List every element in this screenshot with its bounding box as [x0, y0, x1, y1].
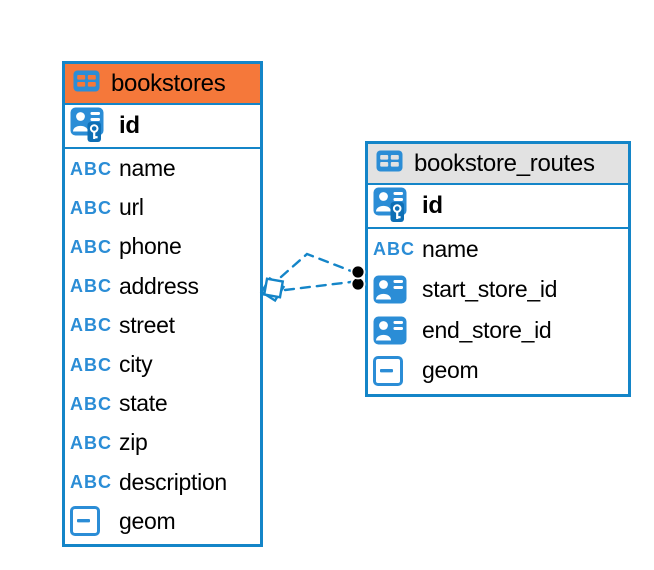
column-list: id ABC name ABC url ABC phone ABC addres… — [65, 105, 260, 541]
column-name: end_store_id — [422, 316, 552, 343]
column-row-address[interactable]: ABC address — [65, 267, 260, 306]
text-icon: ABC — [70, 276, 112, 297]
text-icon: ABC — [70, 158, 112, 179]
one-end-marker[interactable] — [350, 264, 366, 292]
column-row-street[interactable]: ABC street — [65, 306, 260, 345]
column-row-url[interactable]: ABC url — [65, 188, 260, 227]
text-icon: ABC — [70, 393, 112, 414]
geometry-icon — [373, 355, 419, 386]
column-name: description — [119, 468, 227, 495]
primary-key-icon — [70, 107, 116, 145]
column-row-name[interactable]: ABC name — [65, 149, 260, 188]
column-row-phone[interactable]: ABC phone — [65, 227, 260, 266]
relationship-line[interactable] — [279, 252, 353, 279]
column-name: geom — [422, 357, 479, 384]
table-name: bookstores — [111, 69, 226, 97]
column-row-geom[interactable]: geom — [368, 351, 628, 392]
text-icon: ABC — [70, 197, 112, 218]
primary-key-icon — [373, 187, 419, 225]
column-name: street — [119, 311, 175, 338]
table-name: bookstore_routes — [414, 149, 595, 177]
text-icon: ABC — [373, 239, 415, 260]
column-name: phone — [119, 233, 182, 260]
column-row-id[interactable]: id — [368, 185, 628, 229]
geometry-icon — [70, 506, 116, 537]
column-name: address — [119, 272, 199, 299]
column-name: city — [119, 351, 153, 378]
column-row-city[interactable]: ABC city — [65, 345, 260, 384]
column-row-description[interactable]: ABC description — [65, 463, 260, 502]
text-icon: ABC — [70, 472, 112, 493]
column-name: name — [422, 235, 479, 262]
table-icon — [376, 150, 403, 177]
column-name: name — [119, 155, 176, 182]
column-list: id ABC name start_store_id end_store_id … — [368, 185, 628, 391]
text-icon: ABC — [70, 432, 112, 453]
text-icon: ABC — [70, 315, 112, 336]
column-name: geom — [119, 507, 176, 534]
reference-icon — [373, 275, 419, 304]
column-row-zip[interactable]: ABC zip — [65, 423, 260, 462]
column-row-state[interactable]: ABC state — [65, 384, 260, 423]
text-icon: ABC — [70, 354, 112, 375]
entity-table-bookstores[interactable]: bookstores id ABC name ABC url ABC phone… — [62, 61, 263, 547]
column-row-start_store_id[interactable]: start_store_id — [368, 270, 628, 311]
column-row-end_store_id[interactable]: end_store_id — [368, 310, 628, 351]
column-name: zip — [119, 429, 148, 456]
many-end-marker[interactable] — [259, 276, 286, 303]
table-header[interactable]: bookstore_routes — [368, 144, 628, 185]
column-row-id[interactable]: id — [65, 105, 260, 149]
table-icon — [73, 70, 100, 97]
column-name: id — [119, 112, 140, 139]
column-row-name[interactable]: ABC name — [368, 229, 628, 270]
relationship-line[interactable] — [283, 280, 353, 292]
column-name: id — [422, 192, 443, 219]
column-row-geom[interactable]: geom — [65, 502, 260, 541]
table-header[interactable]: bookstores — [65, 64, 260, 105]
text-icon: ABC — [70, 236, 112, 257]
column-name: state — [119, 390, 168, 417]
reference-icon — [373, 316, 419, 345]
entity-table-bookstore-routes[interactable]: bookstore_routes id ABC name start_store… — [365, 141, 631, 397]
column-name: start_store_id — [422, 276, 558, 303]
column-name: url — [119, 194, 144, 221]
